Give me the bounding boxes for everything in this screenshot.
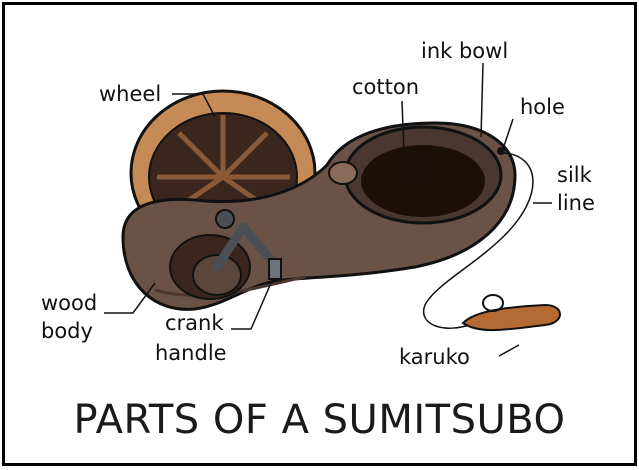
label-cotton: cotton xyxy=(352,75,419,99)
label-wood: wood xyxy=(41,291,97,315)
sumitsubo-illustration xyxy=(5,5,634,463)
label-line: line xyxy=(557,191,595,215)
label-handle: handle xyxy=(155,341,227,365)
label-hole: hole xyxy=(520,95,565,119)
label-silk: silk xyxy=(557,163,592,187)
label-karuko: karuko xyxy=(399,345,470,369)
label-body: body xyxy=(41,319,93,343)
label-ink-bowl: ink bowl xyxy=(421,39,508,63)
karuko-graphic xyxy=(463,295,560,330)
label-wheel: wheel xyxy=(99,82,161,106)
diagram-title: PARTS OF A SUMITSUBO xyxy=(5,397,634,443)
label-crank: crank xyxy=(165,311,224,335)
